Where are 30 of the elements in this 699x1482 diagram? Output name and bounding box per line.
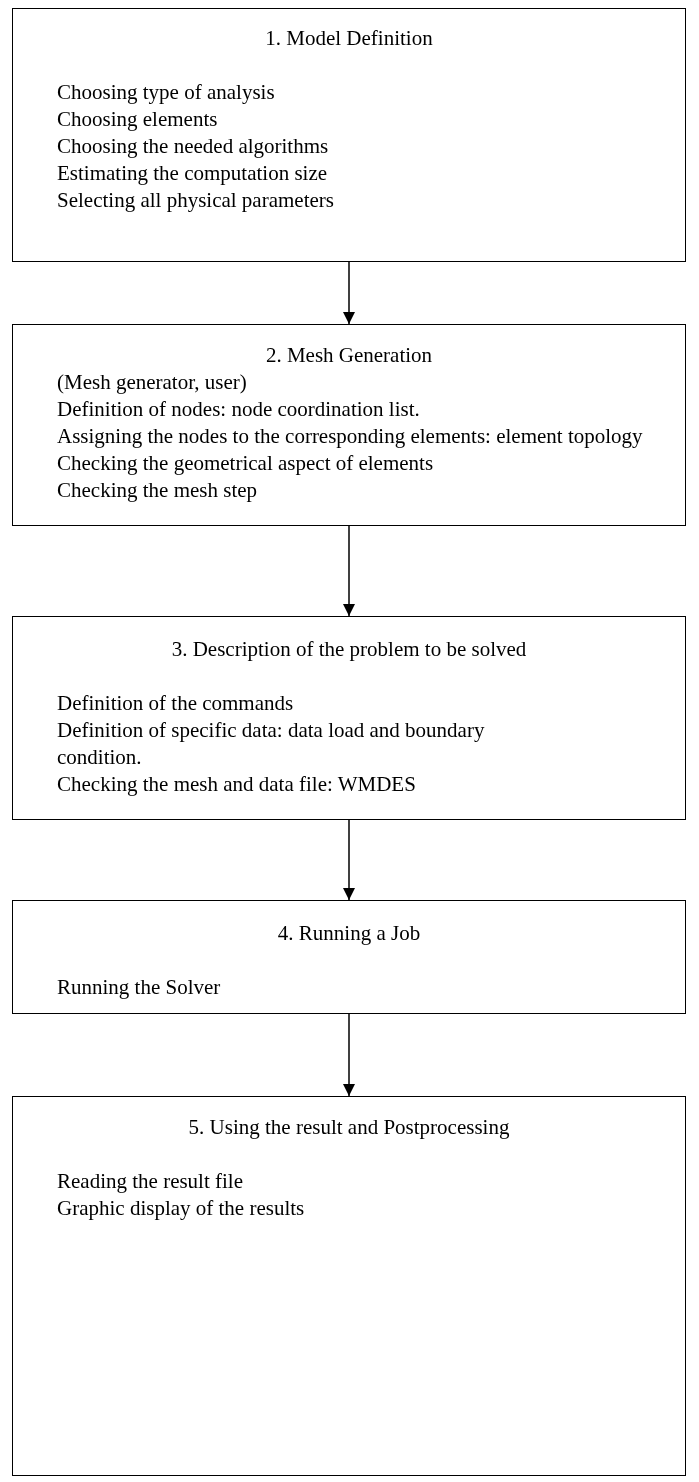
box-heading: 2. Mesh Generation xyxy=(264,342,434,369)
process-box xyxy=(12,324,686,526)
box-text: Selecting all physical parameters xyxy=(57,187,334,214)
process-box xyxy=(12,900,686,1014)
box-text: Graphic display of the results xyxy=(57,1195,305,1222)
box-heading: 1. Model Definition xyxy=(264,25,434,52)
box-text: Checking the mesh and data file: WMDES xyxy=(57,771,416,798)
process-box xyxy=(12,1096,686,1476)
box-text: Checking the geometrical aspect of elements xyxy=(57,450,434,477)
box-text: Definition of nodes: node coordination list. xyxy=(57,396,420,423)
arrow xyxy=(343,261,355,325)
box-text: Definition of the commands xyxy=(57,690,294,717)
box-text: Assigning the nodes to the corresponding elements: element topology xyxy=(57,423,643,450)
box-text: Choosing type of analysis xyxy=(57,79,275,106)
box-text: Choosing the needed algorithms xyxy=(57,133,329,160)
box-text: Reading the result file xyxy=(57,1168,244,1195)
box-text: Estimating the computation size xyxy=(57,160,328,187)
box-heading: 5. Using the result and Postprocessing xyxy=(187,1114,511,1141)
box-text: Definition of specific data: data load and boundary condition. xyxy=(57,717,486,771)
box-text: (Mesh generator, user) xyxy=(57,369,247,396)
box-text: Checking the mesh step xyxy=(57,477,258,504)
arrow xyxy=(343,525,355,617)
box-text: Choosing elements xyxy=(57,106,218,133)
arrow xyxy=(343,1013,355,1097)
arrow xyxy=(343,819,355,901)
box-heading: 4. Running a Job xyxy=(276,920,422,947)
box-text: Running the Solver xyxy=(57,974,221,1001)
process-box xyxy=(12,8,686,262)
box-heading: 3. Description of the problem to be solved xyxy=(170,636,528,663)
process-box xyxy=(12,616,686,820)
